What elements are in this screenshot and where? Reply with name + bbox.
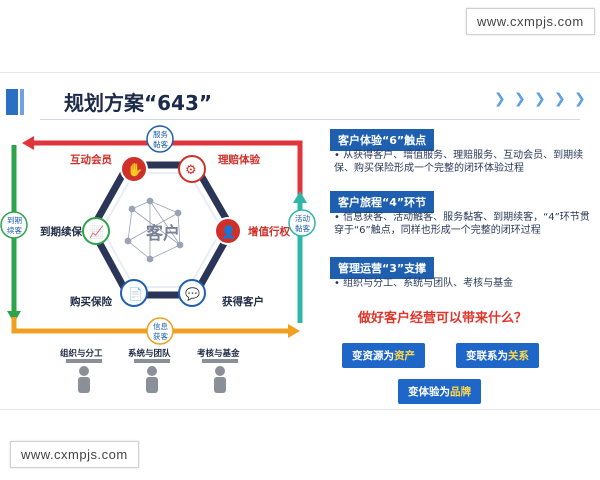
tag-right-line1: 活动	[295, 213, 310, 223]
question-text: 做好客户经营可以带来什么？	[358, 311, 528, 326]
node-icon-chart	[82, 217, 110, 245]
panel-1-title: 客户体验“6”触点	[330, 129, 435, 151]
arrow-head	[288, 324, 300, 338]
loop-diagram: 客户 ✋ ⚙ 📈 👤 📄 💬 互动会员 理赔体验 到期续保 增值行权 购买保险 …	[0, 125, 316, 393]
support-label-2: 系统与团队	[128, 349, 171, 359]
loop-bottom-orange-arrow	[11, 317, 290, 334]
title-accent-bar	[6, 89, 18, 115]
tag-bottom-line1: 信息	[153, 321, 168, 331]
support-label-1: 组织与分工	[60, 349, 103, 359]
node-icon-gear	[178, 155, 206, 183]
person-icon: ✋	[127, 162, 143, 178]
watermark-top: www.cxmpjs.com	[466, 8, 595, 35]
tag-right-circle	[288, 209, 316, 237]
tag-bottom-circle	[146, 317, 174, 345]
chevron-right-icon: ❯	[534, 91, 546, 107]
user-icon: 👤	[221, 225, 236, 239]
button-3-prefix: 变体验为	[408, 386, 450, 398]
loop-top-red-arrow	[30, 140, 303, 195]
node-label-left-mid: 到期续保	[40, 225, 82, 238]
panel-1-text: • 从获得客户、增值服务、理赔服务、互动会员、到期续保、购买保险形成一个完整的闭…	[334, 150, 584, 174]
tag-top-circle	[146, 125, 174, 153]
network-icon	[124, 197, 184, 263]
tag-top-line1: 服务	[153, 129, 168, 139]
node-icon-chat	[178, 279, 206, 307]
panel-3-text: • 组织与分工、系统与团队、考核与基金	[334, 278, 514, 289]
node-icon-hands	[120, 155, 148, 183]
button-3-highlight: 品牌	[450, 386, 471, 398]
tag-top-line2: 黏客	[153, 139, 168, 149]
center-label: 客户	[145, 223, 180, 244]
node-label-right-bottom: 获得客户	[222, 295, 264, 308]
slide-title: 规划方案“643”	[64, 91, 213, 115]
button-2-prefix: 变联系为	[466, 350, 508, 362]
chat-icon: 💬	[185, 287, 200, 301]
node-label-left-bottom: 购买保险	[70, 295, 112, 308]
node-icon-doc	[120, 279, 148, 307]
button-1-highlight: 资产	[394, 350, 415, 362]
tag-left-circle	[0, 211, 28, 239]
tag-right-line2: 黏客	[295, 223, 310, 233]
person-icon	[66, 359, 238, 393]
button-2-highlight: 关系	[508, 350, 529, 362]
node-label-right-mid: 增值行权	[248, 225, 290, 238]
arrow-head	[22, 136, 34, 150]
chart-icon: 📈	[89, 225, 104, 239]
panel-2-title: 客户旅程“4”环节	[330, 191, 435, 213]
chevron-right-icon: ❯	[574, 91, 586, 107]
button-1-prefix: 变资源为	[352, 350, 394, 362]
tag-left-line1: 到期	[7, 216, 22, 225]
button-experience-to-brand[interactable]: 变体验为品牌	[398, 379, 481, 404]
chevron-right-icon: ❯	[514, 91, 526, 107]
arrow-head	[293, 191, 307, 203]
gear-icon: ⚙	[185, 163, 197, 178]
support-label-3: 考核与基金	[197, 349, 240, 359]
tag-left-line2: 续客	[7, 225, 22, 235]
button-resource-to-asset[interactable]: 变资源为资产	[342, 343, 425, 368]
chevron-right-icon: ❯	[554, 91, 566, 107]
button-contact-to-relation[interactable]: 变联系为关系	[456, 343, 539, 368]
node-icon-user	[214, 217, 242, 245]
slide: 规划方案“643” ❯ ❯ ❯ ❯ ❯ 客户 ✋ ⚙	[0, 72, 600, 410]
panel-2-text: • 信息获客、活动触客、服务黏客、到期续客，“4”环节贯穿于“6”触点，同样也形…	[334, 212, 590, 236]
node-label-left-top: 互动会员	[70, 153, 112, 166]
chevron-right-icon: ❯	[494, 91, 506, 107]
title-divider	[40, 119, 580, 120]
document-icon: 📄	[128, 287, 143, 301]
watermark-bottom: www.cxmpjs.com	[10, 441, 139, 468]
panel-3-title: 管理运营“3”支撑	[330, 257, 435, 279]
node-label-right-top: 理赔体验	[218, 153, 260, 166]
title-accent-bar-light	[20, 89, 24, 115]
tag-bottom-line2: 获客	[153, 331, 168, 341]
